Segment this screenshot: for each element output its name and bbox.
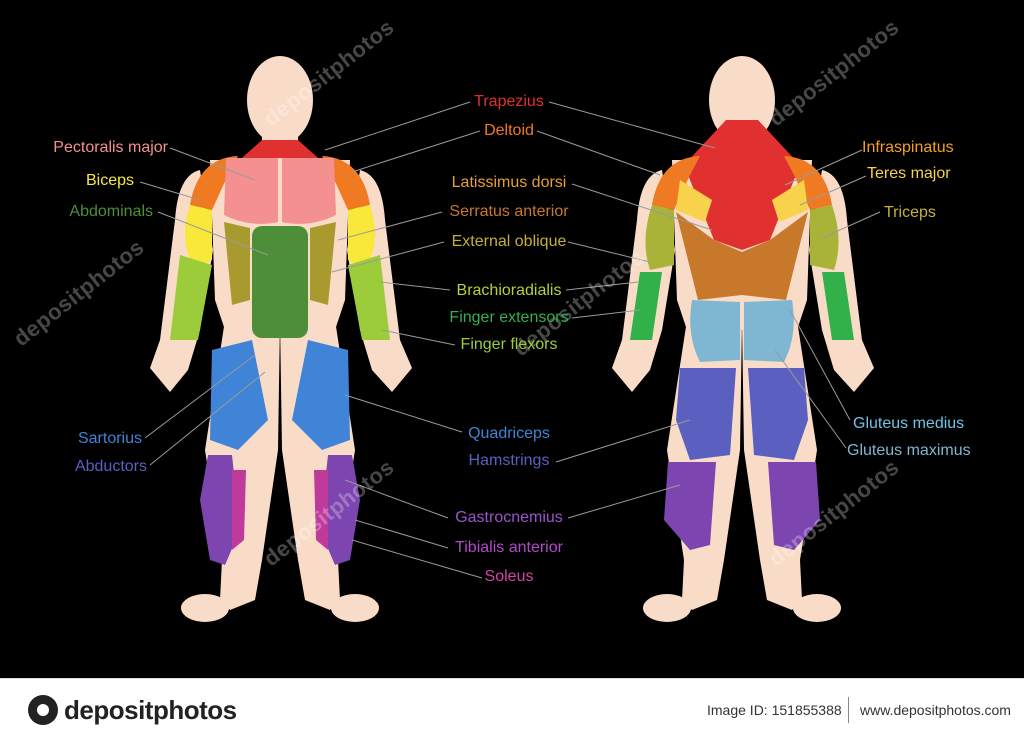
line-trapezius-back bbox=[548, 101, 716, 149]
label-brachioradialis: Brachioradialis bbox=[456, 282, 562, 299]
label-teres-major: Teres major bbox=[867, 165, 951, 182]
line-brachioradialis-back bbox=[565, 281, 639, 291]
front-right-foot bbox=[331, 594, 379, 622]
label-finger-flexors: Finger flexors bbox=[460, 336, 558, 353]
line-latissimus bbox=[571, 183, 713, 231]
label-sartorius: Sartorius bbox=[77, 430, 142, 447]
site-url-link[interactable]: www.depositphotos.com bbox=[860, 702, 1011, 718]
front-right-oblique bbox=[310, 222, 336, 305]
label-abdominals: Abdominals bbox=[69, 203, 153, 220]
line-abductors bbox=[149, 371, 266, 466]
line-deltoid-front bbox=[351, 130, 481, 173]
back-right-infraspinatus bbox=[772, 180, 808, 222]
front-abdominals bbox=[252, 226, 308, 338]
back-left-foot bbox=[643, 594, 691, 622]
label-external-oblique: External oblique bbox=[451, 233, 567, 250]
label-infraspinatus: Infraspinatus bbox=[862, 139, 954, 156]
line-trapezius-front bbox=[324, 101, 471, 151]
line-triceps bbox=[821, 211, 881, 239]
front-trapezius bbox=[242, 140, 318, 158]
front-left-calf bbox=[200, 455, 240, 565]
back-left-forearm bbox=[630, 272, 662, 340]
line-finger-flexors bbox=[381, 329, 456, 346]
line-pectoralis bbox=[169, 147, 256, 181]
line-external-oblique bbox=[331, 241, 445, 273]
back-right-foot bbox=[793, 594, 841, 622]
label-quadriceps: Quadriceps bbox=[468, 425, 550, 442]
front-right-biceps bbox=[348, 205, 375, 270]
front-left-biceps bbox=[185, 205, 212, 270]
label-abductors: Abductors bbox=[74, 458, 147, 475]
front-right-quadriceps bbox=[292, 340, 350, 450]
line-deltoid-back bbox=[536, 130, 661, 176]
front-left-foot bbox=[181, 594, 229, 622]
back-left-latissimus bbox=[676, 212, 742, 300]
line-brachioradialis bbox=[379, 281, 451, 291]
back-left-calf bbox=[664, 462, 716, 550]
front-left-quadriceps bbox=[210, 340, 268, 450]
back-right-latissimus bbox=[742, 212, 808, 300]
back-right-gluteus bbox=[744, 300, 794, 362]
line-sartorius bbox=[144, 354, 256, 439]
front-figure bbox=[150, 56, 412, 622]
label-latissimus-dorsi: Latissimus dorsi bbox=[451, 174, 567, 191]
label-soleus: Soleus bbox=[484, 568, 534, 585]
back-right-hamstrings bbox=[748, 368, 808, 460]
label-gluteus-medius: Gluteus medius bbox=[853, 415, 965, 432]
muscle-diagram: depositphotos depositphotos depositphoto… bbox=[8, 14, 971, 622]
front-right-calf bbox=[320, 455, 360, 565]
line-gluteus-medius bbox=[789, 309, 851, 421]
back-left-hamstrings bbox=[676, 368, 736, 460]
back-right-forearm bbox=[822, 272, 854, 340]
figures-svg bbox=[139, 56, 881, 622]
footer-bar: depositphotos Image ID: 151855388 www.de… bbox=[0, 678, 1024, 742]
leader-lines bbox=[139, 101, 881, 579]
label-triceps: Triceps bbox=[884, 204, 936, 221]
line-abdominals bbox=[157, 211, 269, 256]
front-right-tibialis bbox=[314, 470, 328, 550]
line-serratus bbox=[337, 211, 443, 241]
brand-logo-text[interactable]: depositphotos bbox=[64, 695, 237, 725]
back-left-triceps bbox=[645, 205, 674, 270]
back-left-deltoid bbox=[652, 156, 700, 210]
image-id: Image ID: 151855388 bbox=[707, 702, 842, 718]
line-external-oblique-back bbox=[567, 241, 651, 263]
front-head bbox=[247, 56, 313, 144]
front-left-oblique bbox=[224, 222, 250, 305]
label-hamstrings: Hamstrings bbox=[468, 452, 550, 469]
label-gastrocnemius: Gastrocnemius bbox=[455, 509, 563, 526]
back-right-calf bbox=[768, 462, 820, 550]
line-quadriceps bbox=[344, 394, 463, 433]
line-gastrocnemius-back bbox=[567, 484, 681, 519]
label-serratus-anterior: Serratus anterior bbox=[449, 203, 569, 220]
back-figure bbox=[612, 56, 874, 622]
line-teres-major bbox=[799, 175, 867, 206]
back-left-gluteus bbox=[690, 300, 740, 362]
label-biceps: Biceps bbox=[85, 172, 134, 189]
line-tibialis bbox=[354, 519, 449, 549]
line-infraspinatus bbox=[784, 149, 863, 186]
front-right-pectoralis bbox=[282, 158, 336, 224]
depositphotos-logo-icon[interactable] bbox=[28, 695, 58, 725]
label-finger-extensors: Finger extensors bbox=[449, 309, 569, 326]
label-gluteus-maximus: Gluteus maximus bbox=[847, 442, 971, 459]
line-soleus bbox=[351, 539, 483, 579]
line-gluteus-maximus bbox=[774, 349, 847, 449]
label-tibialis-anterior: Tibialis anterior bbox=[455, 539, 563, 556]
line-gastrocnemius bbox=[344, 479, 449, 519]
back-left-infraspinatus bbox=[676, 180, 712, 222]
line-finger-extensors bbox=[571, 309, 641, 319]
footer-divider bbox=[848, 697, 849, 723]
back-trapezius bbox=[684, 120, 800, 250]
front-left-forearm bbox=[170, 255, 212, 340]
label-deltoid: Deltoid bbox=[484, 122, 534, 139]
front-left-tibialis bbox=[232, 470, 246, 550]
front-right-forearm bbox=[348, 255, 390, 340]
line-hamstrings bbox=[555, 419, 691, 463]
label-trapezius: Trapezius bbox=[474, 93, 544, 110]
label-pectoralis-major: Pectoralis major bbox=[53, 139, 168, 156]
line-biceps bbox=[139, 181, 201, 201]
front-left-pectoralis bbox=[224, 158, 278, 224]
